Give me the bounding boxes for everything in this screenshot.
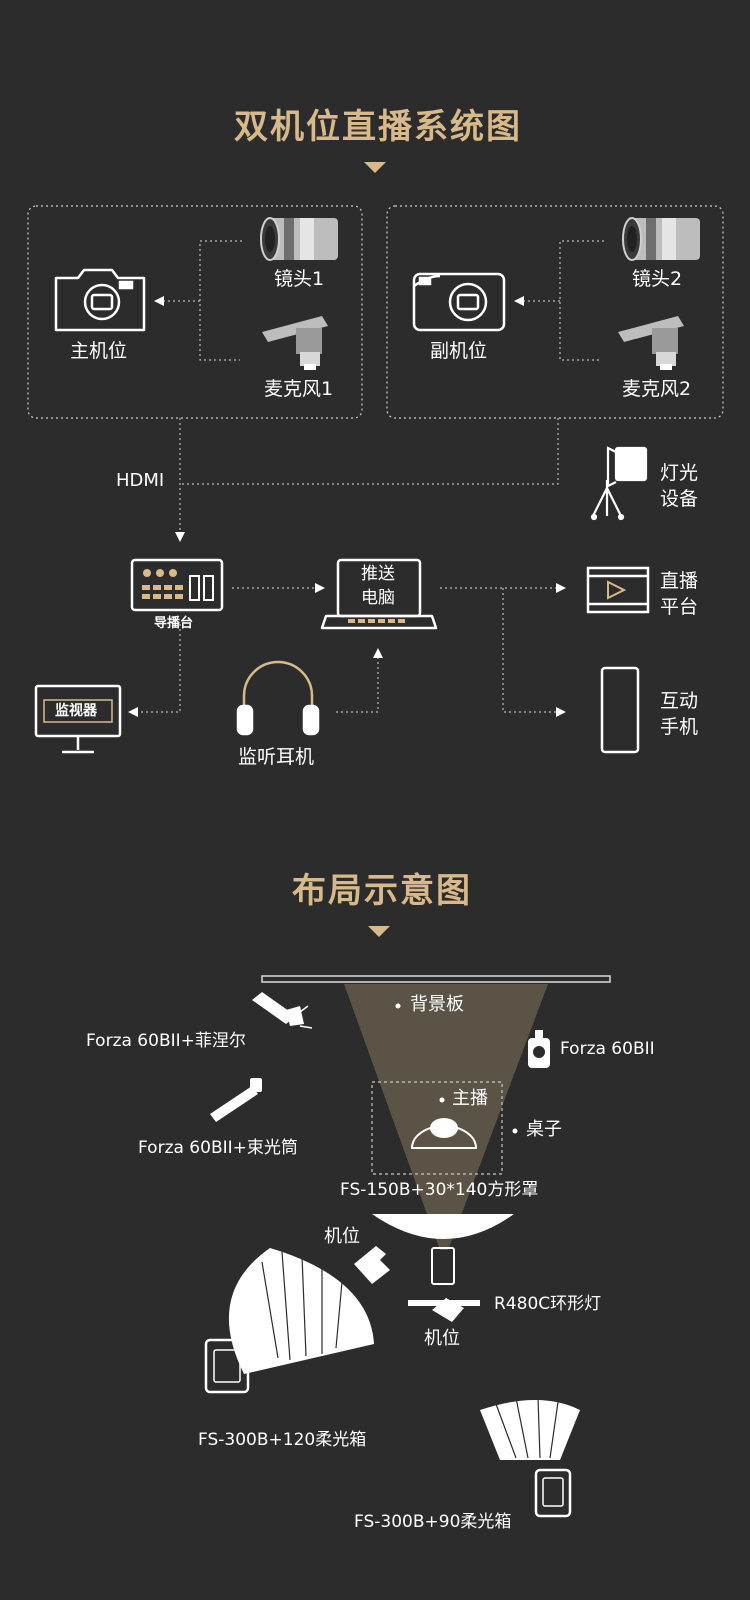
host-figure	[410, 1118, 478, 1149]
group-connectors	[128, 240, 604, 717]
fs150-label: FS-150B+30*140方形罩	[340, 1180, 539, 1200]
host-label: 主播	[452, 1088, 488, 1109]
backdrop-board	[261, 975, 611, 983]
system-title: 双机位直播系统图	[234, 107, 522, 147]
forza-right-label: Forza 60BII	[560, 1039, 655, 1059]
sub-camera-group	[386, 205, 724, 419]
light-beam	[344, 984, 548, 1250]
main-camera-icon	[54, 268, 146, 332]
camera-front-label: 机位	[424, 1328, 460, 1349]
forza-snoot-label: Forza 60BII+束光筒	[138, 1138, 298, 1158]
platform-label-line1: 直播	[660, 570, 699, 592]
lens1-icon	[260, 217, 338, 261]
layout-title: 布局示意图	[292, 871, 472, 911]
mic2-label: 麦克风2	[622, 378, 692, 400]
softbox-90-icon	[480, 1397, 580, 1518]
pc-label-line1: 推送	[361, 564, 395, 584]
mic2-icon	[618, 316, 684, 370]
layout-title-arrow-icon	[368, 926, 390, 937]
monitor-label: 监视器	[55, 703, 97, 719]
fs150-shade	[372, 1214, 514, 1239]
phone-label-line1: 互动	[660, 690, 699, 712]
ring-light-icon	[408, 1298, 480, 1322]
lens1-label: 镜头1	[274, 268, 325, 290]
ring-light-label: R480C环形灯	[494, 1294, 602, 1314]
pc-label-line2: 电脑	[361, 588, 395, 608]
forza-right-icon	[528, 1030, 550, 1068]
headphones-icon	[236, 660, 320, 736]
headphones-label: 监听耳机	[238, 746, 315, 768]
monitor-icon	[34, 684, 122, 754]
mic1-icon	[262, 316, 328, 370]
switcher-label: 导播台	[154, 616, 194, 631]
desk-outline	[371, 1081, 503, 1175]
camera-left-label: 机位	[324, 1226, 360, 1247]
forza-snoot-icon	[210, 1078, 262, 1122]
fs300-120-label: FS-300B+120柔光箱	[198, 1430, 367, 1450]
sub-camera-label: 副机位	[430, 340, 488, 362]
pc-icon	[320, 558, 438, 630]
platform-icon	[586, 566, 650, 614]
lighting-icon	[590, 446, 648, 521]
bullet-dots	[395, 1003, 518, 1134]
sub-camera-icon	[412, 272, 506, 332]
main-camera-label: 主机位	[70, 340, 128, 362]
forza-fresnel-icon	[252, 992, 313, 1029]
phone-icon	[600, 666, 640, 754]
forza-fresnel-label: Forza 60BII+菲涅尔	[86, 1031, 246, 1051]
backdrop-label: 背景板	[410, 994, 464, 1015]
phone-label-line2: 手机	[660, 716, 699, 738]
left-camera-icon	[354, 1246, 390, 1284]
lens2-label: 镜头2	[632, 268, 683, 290]
mic1-label: 麦克风1	[264, 378, 334, 400]
hdmi-label: HDMI	[116, 470, 165, 491]
fs300-90-label: FS-300B+90柔光箱	[354, 1512, 512, 1532]
lens2-icon	[622, 217, 700, 261]
front-camera-phone	[431, 1247, 455, 1285]
switcher-icon	[130, 558, 224, 612]
system-title-arrow-icon	[364, 162, 386, 173]
softbox-120-icon	[204, 1248, 374, 1394]
lighting-label-line2: 设备	[660, 488, 699, 510]
desk-label: 桌子	[526, 1119, 562, 1140]
lighting-label-line1: 灯光	[660, 462, 699, 484]
platform-label-line2: 平台	[660, 596, 699, 618]
